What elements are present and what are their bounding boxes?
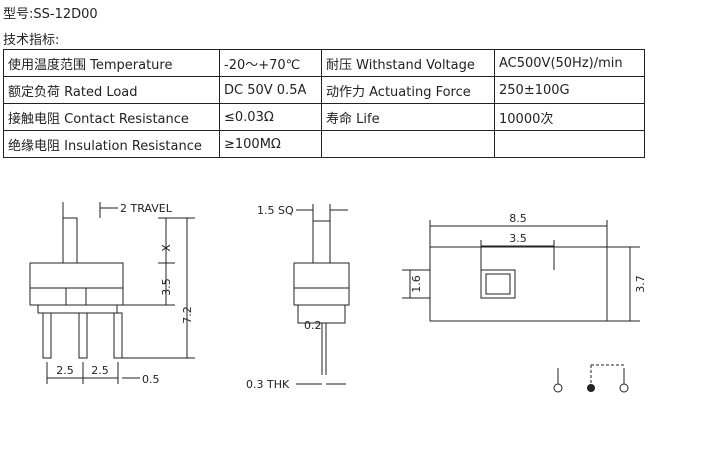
spec-label: 动作力 Actuating Force [321, 76, 495, 104]
spec-label: 额定负荷 Rated Load [3, 76, 220, 104]
model-number: 型号:SS-12D00 [3, 7, 98, 22]
table-row: 使用温度范围 Temperature -20～+70℃ 耐压 Withstand… [3, 49, 645, 77]
dim-1-6: 1.6 [410, 275, 423, 293]
front-view [29, 202, 195, 384]
dim-x: X [160, 244, 173, 252]
dim-0-2: 0.2 [304, 319, 322, 332]
circuit-schematic [553, 364, 629, 393]
dim-travel: 2 TRAVEL [120, 202, 173, 215]
spec-value: 250±100G [494, 76, 645, 104]
dim-pitch-1: 2.5 [56, 364, 74, 377]
spec-label: 寿命 Life [321, 103, 495, 131]
dim-7-2: 7.2 [181, 306, 194, 324]
top-view [402, 220, 640, 322]
spec-value: ≤0.03Ω [219, 103, 322, 131]
spec-label: 绝缘电阻 Insulation Resistance [3, 130, 220, 158]
spec-label [321, 130, 495, 158]
side-view [293, 204, 350, 385]
spec-label: 使用温度范围 Temperature [3, 49, 220, 77]
table-row: 接触电阻 Contact Resistance ≤0.03Ω 寿命 Life 1… [3, 103, 645, 131]
dim-0-3-thk: 0.3 THK [246, 378, 290, 391]
spec-value: DC 50V 0.5A [219, 76, 322, 104]
spec-table: 使用温度范围 Temperature -20～+70℃ 耐压 Withstand… [3, 49, 645, 158]
table-row: 绝缘电阻 Insulation Resistance ≥100MΩ [3, 130, 645, 158]
dimension-drawing: 2 TRAVEL X 3.5 7.2 2.5 2.5 0.5 1.5 SQ 0.… [29, 202, 647, 393]
dim-pitch-2: 2.5 [91, 364, 109, 377]
spec-value: 10000次 [494, 103, 645, 131]
dim-3-5: 3.5 [160, 278, 173, 296]
common-terminal [587, 384, 595, 392]
spec-label: 接触电阻 Contact Resistance [3, 103, 220, 131]
spec-value: -20～+70℃ [219, 49, 322, 77]
spec-heading: 技术指标: [3, 33, 60, 48]
dim-8-5: 8.5 [509, 212, 527, 225]
dim-pin: 0.5 [142, 373, 160, 386]
spec-value: AC500V(50Hz)/min [494, 49, 645, 77]
spec-value [494, 130, 645, 158]
dim-3-5-top: 3.5 [509, 232, 527, 245]
spec-label: 耐压 Withstand Voltage [321, 49, 495, 77]
table-row: 额定负荷 Rated Load DC 50V 0.5A 动作力 Actuatin… [3, 76, 645, 104]
dim-3-7: 3.7 [634, 275, 647, 293]
dim-1-5-sq: 1.5 SQ [257, 204, 294, 217]
spec-value: ≥100MΩ [219, 130, 322, 158]
